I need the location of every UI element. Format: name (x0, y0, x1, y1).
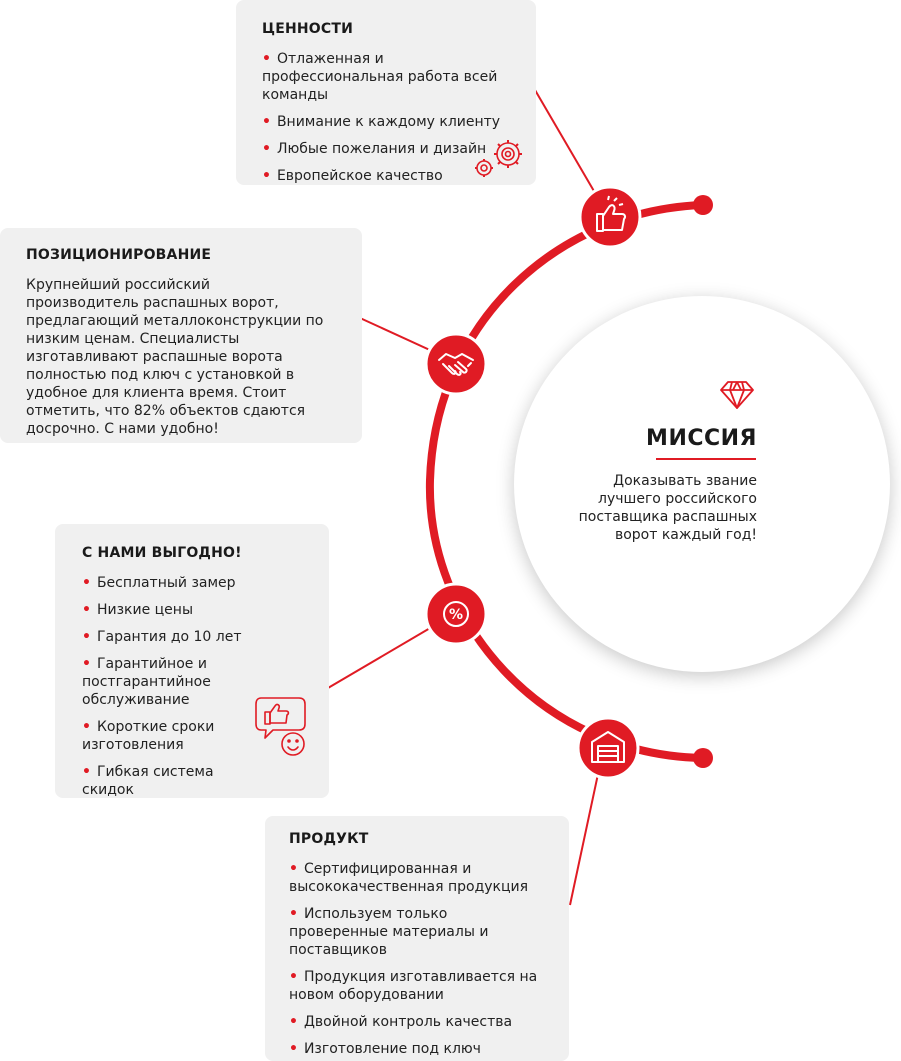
list-item: Внимание к каждому клиенту (262, 113, 510, 131)
gears-icon (475, 140, 522, 177)
garage-icon (591, 731, 625, 763)
list-item: Короткие сроки изготовления (82, 718, 252, 754)
thumbs-up-icon (596, 195, 627, 232)
node-positioning (424, 332, 488, 396)
list-item: Отлаженная и профессиональная работа все… (262, 50, 510, 104)
percent-icon: % (443, 601, 469, 627)
mission-underline (656, 458, 756, 460)
mission-circle: МИССИЯ Доказывать звание лучшего российс… (514, 296, 890, 672)
node-product (576, 716, 640, 780)
values-list: Отлаженная и профессиональная работа все… (262, 50, 510, 185)
arc-end-top (693, 195, 713, 215)
svg-text:%: % (449, 607, 463, 623)
positioning-title: ПОЗИЦИОНИРОВАНИЕ (26, 247, 212, 263)
handshake-icon (438, 353, 474, 376)
benefits-list: Бесплатный замер Низкие цены Гарантия до… (82, 574, 252, 799)
connector-values (534, 89, 606, 211)
list-item: Гибкая система скидок (82, 763, 252, 799)
list-item: Любые пожелания и дизайн (262, 140, 510, 158)
values-title: ЦЕННОСТИ (262, 21, 354, 37)
thumbs-up-smile-icon (255, 697, 306, 756)
list-item: Гарантийное и постгарантийное обслуживан… (82, 655, 252, 709)
list-item: Европейское качество (262, 167, 510, 185)
diamond-icon (720, 381, 754, 409)
product-list: Сертифицированная и высококачественная п… (289, 860, 545, 1058)
benefits-card: С НАМИ ВЫГОДНО! Бесплатный замер Низкие … (55, 524, 329, 798)
positioning-card: ПОЗИЦИОНИРОВАНИЕ Крупнейший российский п… (0, 228, 362, 443)
list-item: Изготовление под ключ (289, 1040, 545, 1058)
mission-text: Доказывать звание лучшего российского по… (578, 473, 757, 543)
positioning-text: Крупнейший российский производитель расп… (26, 277, 324, 437)
list-item: Двойной контроль качества (289, 1013, 545, 1031)
list-item: Продукция изготавливается на новом обору… (289, 968, 545, 1004)
node-values (578, 185, 642, 249)
benefits-title: С НАМИ ВЫГОДНО! (82, 545, 242, 561)
timeline-arc (425, 201, 707, 762)
mission-title: МИССИЯ (646, 426, 757, 451)
list-item: Используем только проверенные материалы … (289, 905, 545, 959)
product-card: ПРОДУКТ Сертифицированная и высококачест… (265, 816, 569, 1061)
node-benefits: % (424, 582, 488, 646)
list-item: Низкие цены (82, 601, 252, 619)
list-item: Бесплатный замер (82, 574, 252, 592)
product-title: ПРОДУКТ (289, 831, 369, 847)
values-card: ЦЕННОСТИ Отлаженная и профессиональная р… (236, 0, 536, 185)
list-item: Сертифицированная и высококачественная п… (289, 860, 545, 896)
arc-end-bottom (693, 748, 713, 768)
list-item: Гарантия до 10 лет (82, 628, 252, 646)
